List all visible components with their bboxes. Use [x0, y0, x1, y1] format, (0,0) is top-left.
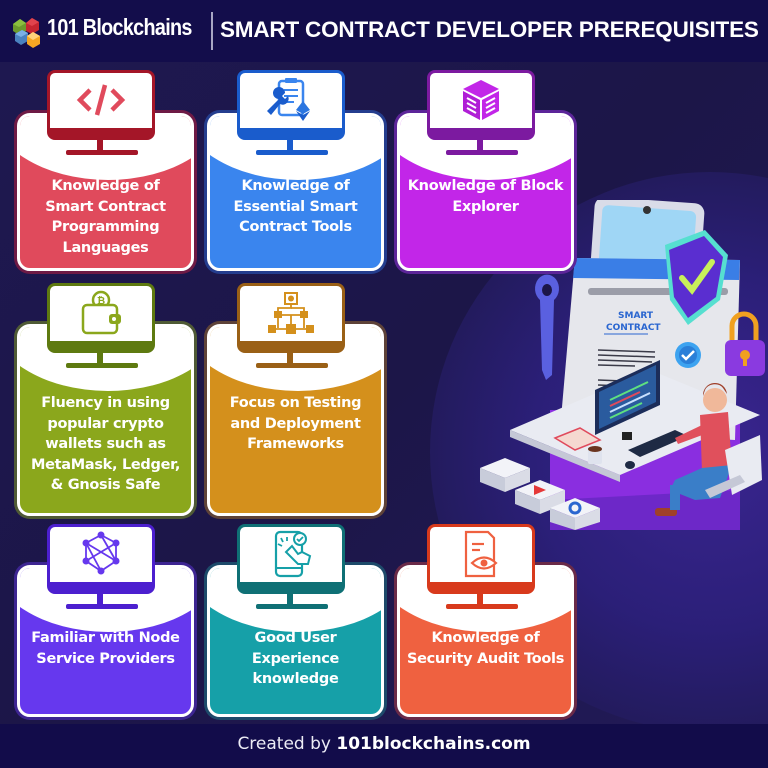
card-frame: Knowledge of Block Explorer	[394, 110, 577, 274]
monitor-frame	[237, 524, 345, 594]
card-label: Familiar with Node Service Providers	[31, 630, 180, 667]
prereq-card-node-service-providers: Familiar with Node Service Providers	[14, 524, 197, 720]
card-frame: Knowledge of Smart Contract Programming …	[14, 110, 197, 274]
footer-credit: Created by 101blockchains.com	[0, 724, 768, 768]
page-title: SMART CONTRACT DEVELOPER PREREQUISITES	[220, 17, 759, 42]
document-title-line2: CONTRACT	[606, 323, 661, 333]
svg-text:₿: ₿	[97, 295, 105, 307]
prereq-card-user-experience: Good User Experience knowledge	[204, 524, 387, 720]
code-monitor-graphic	[595, 360, 660, 440]
prereq-card-smart-contract-tools: Knowledge of Essential Smart Contract To…	[204, 70, 387, 274]
prereq-card-crypto-wallets: Fluency in using popular crypto wallets …	[14, 283, 197, 519]
card-label: Focus on Testing and Deployment Framewor…	[229, 395, 362, 452]
monitor-frame	[237, 70, 345, 140]
isometric-tiles-graphic	[480, 458, 600, 530]
monitor-frame	[47, 524, 155, 594]
brand-name: 101 Blockchains	[47, 14, 192, 40]
monitor-frame: ₿	[47, 283, 155, 353]
padlock-icon	[725, 311, 765, 376]
footer-prefix: Created by	[237, 734, 337, 754]
card-label: Knowledge of Smart Contract Programming …	[45, 178, 166, 256]
prereq-card-testing-frameworks: Focus on Testing and Deployment Framewor…	[204, 283, 387, 519]
developer-person-graphic	[655, 382, 762, 516]
blockchains-logo-icon	[13, 18, 40, 48]
card-label: Good User Experience knowledge	[251, 630, 340, 687]
card-label: Knowledge of Security Audit Tools	[406, 630, 565, 667]
block-cube-icon	[463, 80, 499, 120]
card-frame: Fluency in using popular crypto wallets …	[14, 321, 197, 519]
card-label: Knowledge of Essential Smart Contract To…	[233, 178, 358, 235]
audit-eye-icon	[464, 530, 498, 578]
node-network-icon	[82, 531, 120, 575]
prereq-card-programming-languages: Knowledge of Smart Contract Programming …	[14, 70, 197, 274]
monitor-frame	[427, 70, 535, 140]
header-bar: 101 Blockchains SMART CONTRACT DEVELOPER…	[0, 0, 768, 62]
card-label: Fluency in using popular crypto wallets …	[30, 395, 181, 493]
tools-ethereum-icon	[267, 78, 310, 121]
smart-contract-illustration: SMART CONTRACT	[480, 200, 765, 530]
security-shield-icon	[665, 230, 728, 325]
code-icon	[76, 84, 126, 116]
key-icon	[535, 274, 559, 380]
monitor-frame	[237, 283, 345, 353]
prereq-card-security-audit-tools: Knowledge of Security Audit Tools	[394, 524, 577, 720]
prereq-card-block-explorer: Knowledge of Block Explorer	[394, 70, 577, 274]
footer-site-link[interactable]: 101blockchains.com	[336, 734, 531, 754]
card-frame: Familiar with Node Service Providers	[14, 562, 197, 720]
card-frame: Focus on Testing and Deployment Framewor…	[204, 321, 387, 519]
framework-flowchart-icon	[268, 292, 314, 334]
header-divider	[211, 12, 213, 50]
monitor-frame	[427, 524, 535, 594]
monitor-frame	[47, 70, 155, 140]
bitcoin-wallet-icon: ₿	[81, 290, 121, 335]
card-label: Knowledge of Block Explorer	[407, 178, 564, 215]
document-title-line1: SMART	[618, 311, 654, 321]
touch-phone-icon	[274, 530, 312, 578]
